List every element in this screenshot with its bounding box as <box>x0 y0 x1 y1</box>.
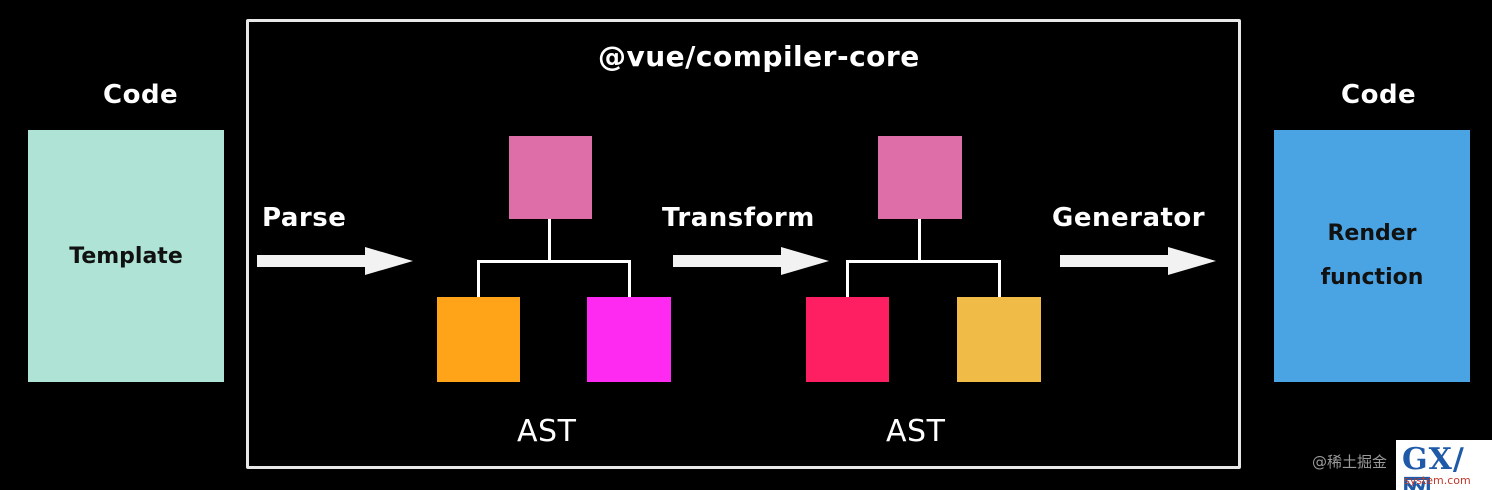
parse-label: Parse <box>262 203 347 233</box>
transform-label: Transform <box>662 203 815 233</box>
ast1-label: AST <box>517 414 577 449</box>
ast1-right-stem <box>628 260 631 297</box>
ast1-trunk <box>548 219 551 261</box>
generator-label: Generator <box>1052 203 1206 233</box>
site-logo: GX/网 system.com <box>1396 440 1492 490</box>
template-label: Template <box>69 243 183 269</box>
ast2-right-stem <box>998 260 1001 297</box>
output-heading: Code <box>1341 80 1417 110</box>
input-heading: Code <box>103 80 179 110</box>
render-label: Render <box>1327 221 1417 246</box>
frame-title: @vue/compiler-core <box>598 40 920 73</box>
render-function-box: Render function <box>1274 130 1470 382</box>
ast2-left-stem <box>846 260 849 297</box>
logo-sub-text: system.com <box>1404 474 1471 487</box>
ast1-left-stem <box>477 260 480 297</box>
transform-arrow <box>673 247 829 275</box>
function-label: function <box>1320 265 1424 290</box>
ast2-left-node <box>806 297 889 382</box>
ast1-root-node <box>509 136 592 219</box>
logo-main-text: GX/网 <box>1402 442 1465 490</box>
watermark-text: @稀土掘金 <box>1312 453 1388 471</box>
ast2-root-node <box>878 136 962 219</box>
generator-arrow <box>1060 247 1216 275</box>
ast2-trunk <box>918 219 921 261</box>
ast1-branch <box>477 260 631 263</box>
ast2-branch <box>846 260 1001 263</box>
compiler-core-frame <box>246 19 1241 469</box>
template-box: Template <box>28 130 224 382</box>
ast2-right-node <box>957 297 1041 382</box>
ast1-left-node <box>437 297 520 382</box>
ast1-right-node <box>587 297 671 382</box>
ast2-label: AST <box>886 414 946 449</box>
parse-arrow <box>257 247 413 275</box>
